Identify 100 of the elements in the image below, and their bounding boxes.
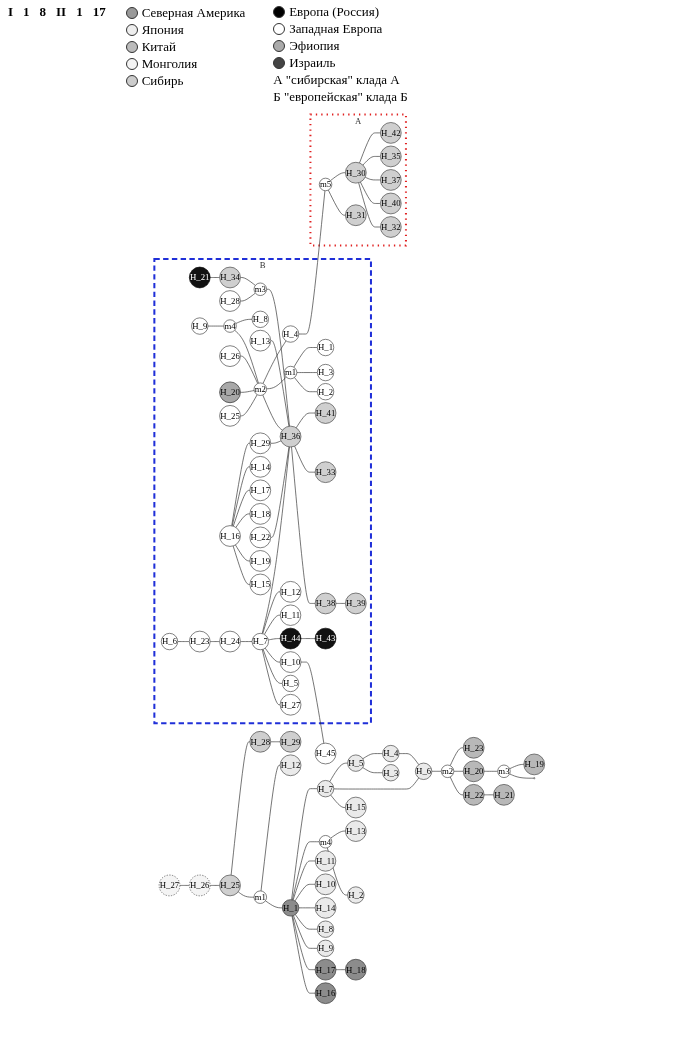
- node-circle: H_20: [462, 760, 485, 783]
- connector: [483, 794, 494, 796]
- connector: [293, 347, 318, 368]
- connector: [209, 277, 220, 278]
- connector: [294, 377, 318, 393]
- connector: [292, 915, 316, 970]
- connector: [207, 325, 225, 327]
- connector: [330, 830, 346, 839]
- node-circle: H_17: [314, 958, 337, 981]
- connector: [292, 841, 320, 901]
- node-circle: H_26: [219, 345, 241, 367]
- node-circle: H_29: [249, 432, 272, 455]
- legend-text: Эфиопия: [289, 38, 340, 54]
- connector: [509, 773, 534, 779]
- connector: [398, 753, 420, 765]
- node-circle: H_23: [189, 630, 211, 653]
- node-circle: H_3: [317, 364, 335, 382]
- node-circle: H_39: [345, 592, 367, 615]
- connector: [232, 490, 251, 527]
- node-circle: H_5: [347, 754, 365, 772]
- connector: [291, 446, 316, 604]
- node-circle: H_4: [382, 745, 400, 763]
- connector: [298, 190, 326, 335]
- node-circle: H_27: [158, 874, 181, 897]
- node-circle: H_14: [314, 897, 337, 919]
- connector: [235, 513, 251, 528]
- connector: [358, 182, 381, 228]
- connector: [362, 767, 383, 774]
- connector: [296, 372, 318, 373]
- label-text: I: [8, 4, 14, 19]
- label-text: 1: [76, 4, 83, 19]
- node-circle: H_16: [219, 525, 241, 547]
- connector: [231, 466, 251, 527]
- node-circle: H_26: [189, 874, 211, 897]
- node-circle: H_29: [279, 731, 302, 753]
- node-circle: H_38: [314, 592, 337, 615]
- node-circle: H_15: [249, 573, 272, 596]
- connector: [335, 603, 346, 604]
- connector: [266, 288, 290, 427]
- connector: [230, 741, 251, 876]
- node-circle: H_44: [279, 627, 302, 650]
- node-circle: H_10: [279, 651, 302, 673]
- node-circle: m1: [283, 365, 298, 380]
- node-circle: H_12: [279, 754, 302, 777]
- node-circle: H_8: [251, 310, 269, 328]
- connector: [240, 292, 256, 302]
- node-circle: H_31: [345, 204, 367, 226]
- connector: [261, 446, 290, 634]
- legend-text: Б "европейская" клада Б: [273, 89, 408, 105]
- connector: [265, 900, 283, 909]
- label-text: II: [56, 4, 67, 19]
- node-circle: H_32: [380, 216, 402, 238]
- node-circle: H_3: [382, 764, 400, 782]
- node-circle: H_19: [523, 753, 545, 776]
- node-circle: m4: [223, 319, 237, 333]
- connector: [449, 747, 464, 766]
- node-circle: H_22: [249, 526, 272, 549]
- connector: [237, 891, 255, 898]
- connector: [235, 319, 253, 324]
- node-circle: H_13: [345, 820, 367, 842]
- node-circle: H_28: [219, 290, 241, 312]
- connector: [295, 412, 316, 429]
- connector: [431, 770, 442, 772]
- connector: [262, 340, 287, 384]
- connector: [260, 764, 281, 892]
- node-circle: H_19: [249, 550, 272, 572]
- connector: [232, 545, 251, 585]
- node-circle: H_12: [279, 581, 302, 603]
- connector: [177, 641, 190, 642]
- connector: [235, 544, 251, 562]
- node-circle: H_5: [282, 674, 300, 692]
- connector: [509, 764, 525, 770]
- node-circle: H_33: [314, 461, 337, 483]
- node-circle: H_13: [249, 329, 272, 352]
- connector: [179, 885, 190, 886]
- connector: [240, 394, 258, 417]
- node-circle: H_11: [314, 850, 337, 872]
- legend-text: Китай: [141, 39, 176, 55]
- node-circle: H_25: [219, 405, 241, 427]
- connector: [335, 969, 346, 970]
- legend-text: Сибирь: [141, 73, 184, 89]
- connector: [359, 132, 381, 164]
- connector: [292, 860, 316, 901]
- node-circle: H_25: [219, 874, 241, 897]
- node-circle: H_9: [317, 939, 335, 957]
- connector: [291, 788, 318, 901]
- legend-text: Япония: [141, 22, 184, 38]
- connector: [240, 641, 253, 642]
- connector: [261, 649, 281, 706]
- node-circle: H_27: [279, 694, 302, 716]
- connector: [330, 794, 346, 808]
- node-circle: H_24: [219, 630, 241, 653]
- node-circle: H_6: [415, 762, 433, 780]
- node-circle: H_21: [493, 784, 515, 806]
- node-circle: [533, 777, 536, 780]
- connector: [268, 638, 281, 641]
- connector: [240, 355, 259, 384]
- node-circle: H_6: [160, 633, 179, 651]
- connector: [294, 884, 316, 902]
- connector: [262, 648, 283, 684]
